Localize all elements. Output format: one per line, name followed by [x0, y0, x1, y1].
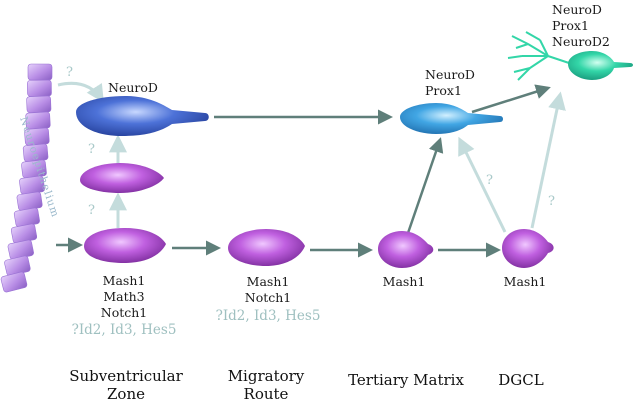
tertiary-precursor-cell	[378, 231, 434, 268]
svz-neurod-cell	[76, 96, 209, 136]
granule-soma	[568, 51, 633, 80]
granule-marker-1: NeuroD	[552, 2, 602, 17]
migratory-labels: Mash1 Notch1 ?Id2, Id3, Hes5	[216, 274, 321, 324]
granule-dendrites	[507, 31, 573, 81]
svz-uncertain-markers: ?Id2, Id3, Hes5	[72, 322, 177, 338]
granule-marker-2: Prox1	[552, 18, 589, 33]
svz-marker-3: Notch1	[101, 305, 148, 320]
question-mark-lower: ?	[88, 203, 95, 218]
neuroepithelial-cell	[27, 79, 52, 97]
arrow-neurod-to-granule	[471, 84, 551, 114]
arrow-dgcl-to-granule	[530, 91, 566, 229]
question-mark-epithelium: ?	[66, 65, 73, 80]
arrow-dgcl-to-tertiary-neurod	[458, 136, 507, 233]
svz-neurod-label: NeuroD	[108, 80, 158, 95]
uncertain-arrows	[57, 81, 566, 233]
neuroepithelial-cell	[27, 63, 53, 81]
granule-labels: NeuroD Prox1 NeuroD2	[552, 2, 610, 49]
svz-marker-2: Math3	[103, 289, 144, 304]
stage-dgcl: DGCL	[498, 371, 543, 389]
stage-migratory-line1: Migratory	[228, 367, 305, 385]
granule-marker-3: NeuroD2	[552, 34, 610, 49]
neuroepithelial-cell	[26, 95, 52, 113]
lineage-arrows	[56, 84, 551, 258]
migratory-cell	[228, 229, 305, 266]
svz-progenitor-labels: Mash1 Math3 Notch1 ?Id2, Id3, Hes5	[72, 273, 177, 338]
tertiary-neurod-labels: NeuroD Prox1	[425, 67, 475, 98]
neuroepithelial-cell	[16, 191, 43, 211]
question-mark-upper: ?	[88, 142, 95, 157]
svz-progenitor-cell	[84, 228, 166, 263]
svz-intermediate-cell	[80, 163, 164, 193]
cells	[76, 31, 633, 268]
arrow-epithelium-curve-to-neurod	[57, 81, 104, 104]
tertiary-neurod-marker-2: Prox1	[425, 83, 462, 98]
dgcl-granule-neuron	[507, 31, 633, 81]
arrow-tertiary-up-to-neurod	[406, 137, 444, 234]
tertiary-precursor-label: Mash1	[383, 274, 426, 289]
neuroepithelial-cell	[0, 271, 28, 293]
question-mark-dgcl-left: ?	[486, 173, 493, 188]
stage-labels: Subventricular Zone Migratory Route Tert…	[69, 367, 544, 403]
stage-svz-line1: Subventricular	[69, 367, 183, 385]
dgcl-precursor-cell	[502, 229, 554, 268]
migratory-marker-1: Mash1	[247, 274, 290, 289]
stage-svz-line2: Zone	[107, 385, 145, 403]
stage-migratory-line2: Route	[244, 385, 289, 403]
tertiary-neurod-marker-1: NeuroD	[425, 67, 475, 82]
tertiary-neurod-cell	[400, 103, 503, 134]
question-mark-dgcl-right: ?	[548, 194, 555, 209]
svz-marker-1: Mash1	[103, 273, 146, 288]
dgcl-precursor-label: Mash1	[504, 274, 547, 289]
stage-tertiary: Tertiary Matrix	[348, 371, 464, 389]
migratory-uncertain-markers: ?Id2, Id3, Hes5	[216, 308, 321, 324]
neuroepithelium-column	[0, 63, 53, 293]
migratory-marker-2: Notch1	[245, 290, 292, 305]
neuroepithelial-cell	[13, 207, 40, 228]
